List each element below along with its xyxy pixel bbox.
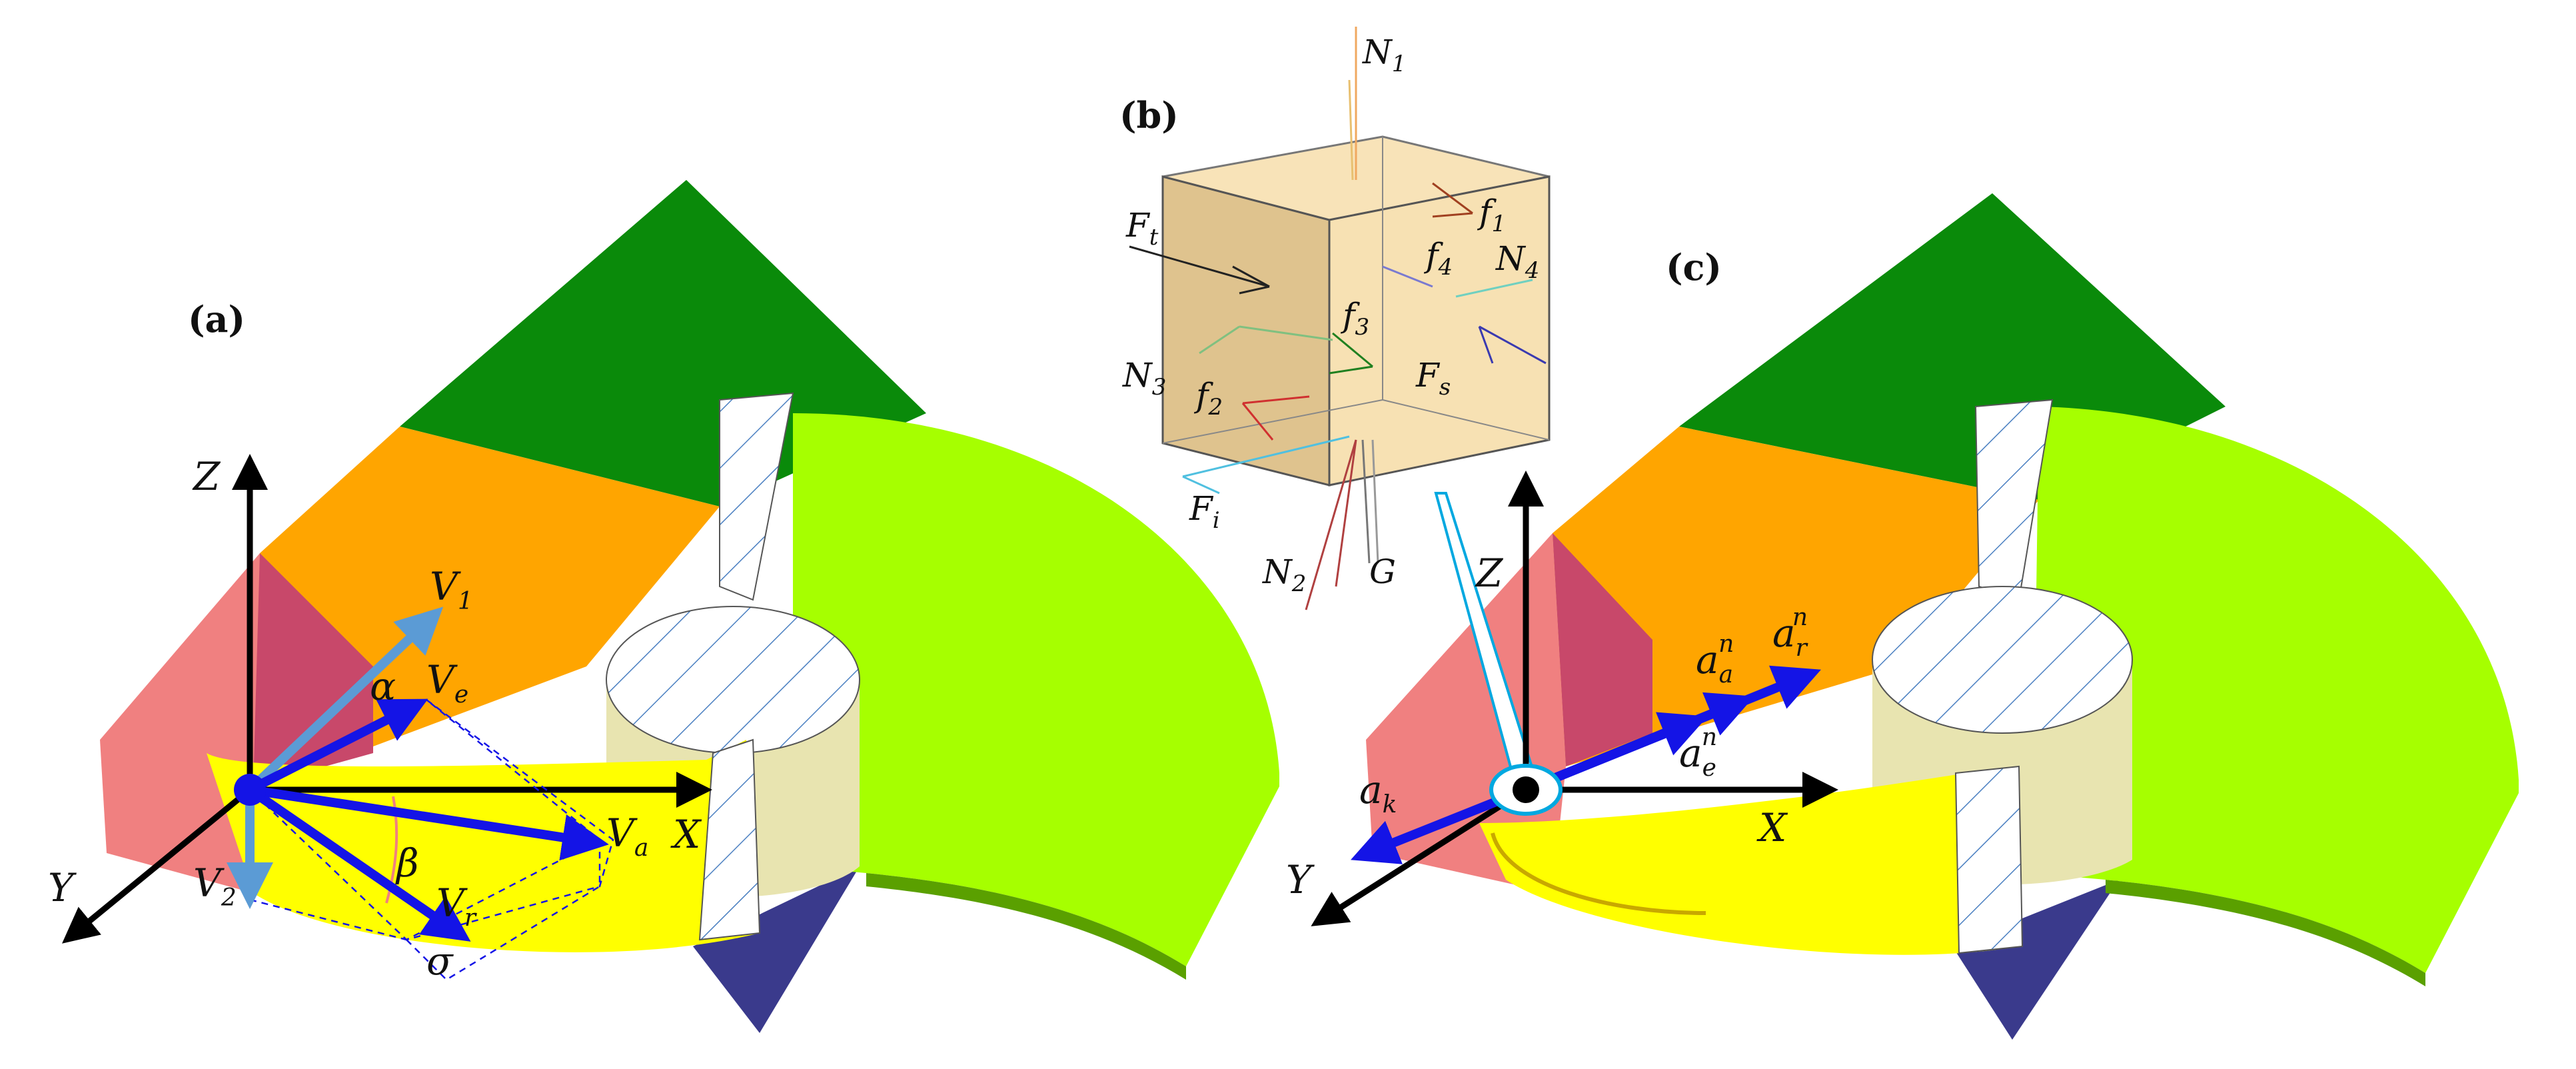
panel-c-label: (c) [1666,246,1722,289]
hatched-blade-end-c [1954,765,2024,954]
force-box [1161,135,1551,487]
v2-to-vr-line [249,898,407,941]
z-axis-label-c: Z [1475,550,1504,596]
fi-arrow [1182,435,1350,478]
blade-underside-c [1491,832,1706,915]
lime-disc [793,413,1279,966]
origin-point-c [1513,776,1539,803]
ve-label: Ve [426,657,468,708]
f2-label: f2 [1193,376,1223,421]
g-label: G [1369,552,1396,591]
f2-arrow-b [1241,403,1274,441]
panel-a-label: (a) [188,298,245,341]
arn-label: arn [1772,604,1808,662]
fi-arrow-b [1182,475,1220,495]
box-hidden-edge-2 [1162,399,1383,444]
ft-arrow-b [1239,285,1270,295]
n3-label: N3 [1122,356,1166,401]
ft-arrow-c [1232,265,1270,288]
panel-a: (a) Z X Y V1 Ve Va Vr V2 α β σ [48,180,1279,1033]
f1-arrow [1432,182,1473,215]
orange-block [260,427,720,786]
n2-label: N2 [1262,552,1306,597]
f3-arrow [1332,332,1373,368]
ft-arrow [1129,245,1270,288]
y-axis-label-c: Y [1286,857,1315,902]
lime-disc-c [2032,407,2519,973]
navy-wedge [693,866,860,1033]
ft-label: Ft [1125,206,1159,251]
fi-label: Fi [1189,489,1220,534]
g-arrow [1361,439,1371,564]
v1-arrow [247,606,444,794]
n2-arrow [1305,439,1357,610]
box-hidden-edge-3 [1382,399,1550,441]
panel-c-labels: (c) Z X Y aan arn aen ak [1286,246,1808,902]
g-arrow-b [1371,439,1379,564]
n3-arrow-b [1239,325,1333,341]
panel-a-labels: (a) Z X Y V1 Ve Va Vr V2 α β σ [48,298,702,984]
vr-projection-box [406,840,601,981]
f1-label: f1 [1477,193,1506,237]
yellow-blade-c [1479,766,2019,955]
fs-label: Fs [1415,356,1451,401]
force-arrows [1129,27,1547,610]
x-axis-label: X [670,812,702,857]
y-axis-c [1311,787,1528,926]
y-axis-label: Y [48,865,77,910]
n2-arrow-b [1335,439,1357,587]
f3-arrow-b [1329,365,1373,375]
panel-b-label: (b) [1119,94,1179,137]
v2-label: V2 [193,860,237,912]
panel-c: (c) Z X Y aan arn aen ak [1286,193,2519,1040]
va-label: Va [606,810,648,862]
z-axis-label: Z [192,454,221,499]
yellow-blade [207,740,760,952]
aen-label: aen [1679,724,1717,782]
cylinder-top-c [1872,586,2133,734]
n1-arrow-b [1348,79,1354,181]
va-projection-box [406,699,614,941]
cylinder-top [606,606,860,754]
f4-arrow [1382,265,1433,288]
lime-disc-edge-c [2106,880,2425,986]
hatched-blade-end [698,738,761,941]
v1-label: V1 [430,564,473,615]
hatched-wall [719,392,794,601]
x-axis-label-c: X [1756,805,1788,850]
ak-label: ak [1359,767,1397,818]
fs-arrow [1479,325,1547,365]
f2-arrow [1242,395,1310,405]
f1-arrow-b [1432,212,1473,218]
panel-c-vectors [1351,665,1821,864]
fs-arrow-b [1478,326,1494,364]
lime-disc-edge [866,873,1186,980]
panel-b-labels: (b) N1 f1 Ft f4 N4 f3 N3 Fs f2 Fi N2 G [1119,33,1539,597]
beta-label: β [395,840,419,886]
n3-arrow [1199,325,1240,355]
vr-arrow [247,786,471,942]
orange-block-c [1553,427,2039,766]
n1-label: N1 [1362,33,1406,77]
navy-wedge-c [1952,880,2119,1040]
origin-point [234,774,266,806]
magenta-face-c [1553,533,1652,766]
y-axis [62,787,252,944]
vr-label: Vr [436,880,477,932]
panel-b: (b) N1 f1 Ft f4 N4 f3 N3 Fs f2 Fi N2 G [1119,27,1551,610]
panel-a-vectors [227,606,609,942]
panel-c-axes [1311,471,1838,926]
sigma-label: σ [426,938,454,984]
va-arrow [249,785,609,861]
f3-label: f3 [1340,296,1369,341]
magenta-face [253,553,373,786]
panel-a-axes [62,454,712,944]
panel-a-geometry [100,180,1279,1033]
ve-arrow [247,698,428,794]
alpha-label: α [370,664,396,709]
n4-label: N4 [1495,239,1539,284]
aan-label: aan [1696,630,1734,688]
n4-arrow [1455,279,1533,298]
